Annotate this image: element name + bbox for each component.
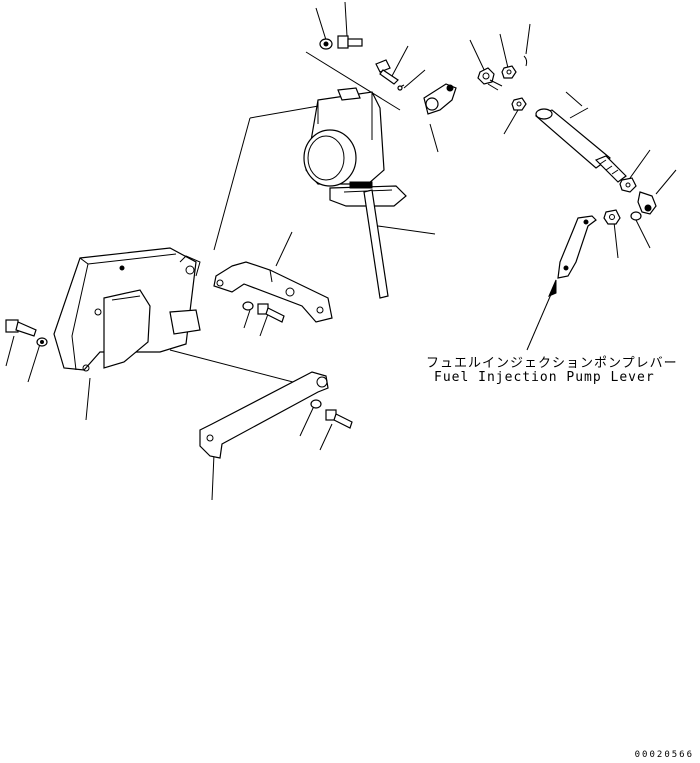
- lower-bolt: [325, 409, 353, 429]
- callout-label-japanese: フュエルインジェクションポンプレバー: [426, 356, 678, 371]
- leader-lines: [5, 1, 677, 501]
- lever-nut: [603, 209, 621, 225]
- lower-washer: [310, 399, 322, 409]
- lower-bracket: [199, 371, 329, 459]
- actuator-bolt: [375, 59, 399, 85]
- fuel-pump-lever: [557, 215, 597, 279]
- mid-bolt: [257, 303, 285, 323]
- callout-label-english: Fuel Injection Pump Lever: [434, 370, 655, 385]
- mid-washer: [242, 301, 254, 311]
- left-bolt: [5, 319, 37, 337]
- middle-bracket: [213, 261, 333, 323]
- lever-washer: [630, 211, 642, 221]
- top-bolt: [337, 35, 363, 49]
- top-washer: [319, 38, 333, 50]
- main-bracket: [53, 247, 201, 372]
- cotter-pin: [523, 55, 528, 67]
- small-nut-top: [501, 65, 517, 79]
- linkage-rod: [534, 108, 627, 183]
- drawing-number: 00020566: [634, 750, 694, 760]
- actuator-rod: [363, 189, 389, 299]
- pin: [397, 84, 405, 91]
- actuator-arm: [423, 83, 457, 115]
- callout-arrow-head: [548, 279, 557, 297]
- nut-mid: [511, 97, 527, 111]
- actuator-motor: [303, 87, 407, 207]
- rod-end: [637, 191, 657, 215]
- left-washer: [36, 337, 48, 347]
- ball-joint-nut: [477, 67, 503, 91]
- rod-nut: [619, 177, 637, 193]
